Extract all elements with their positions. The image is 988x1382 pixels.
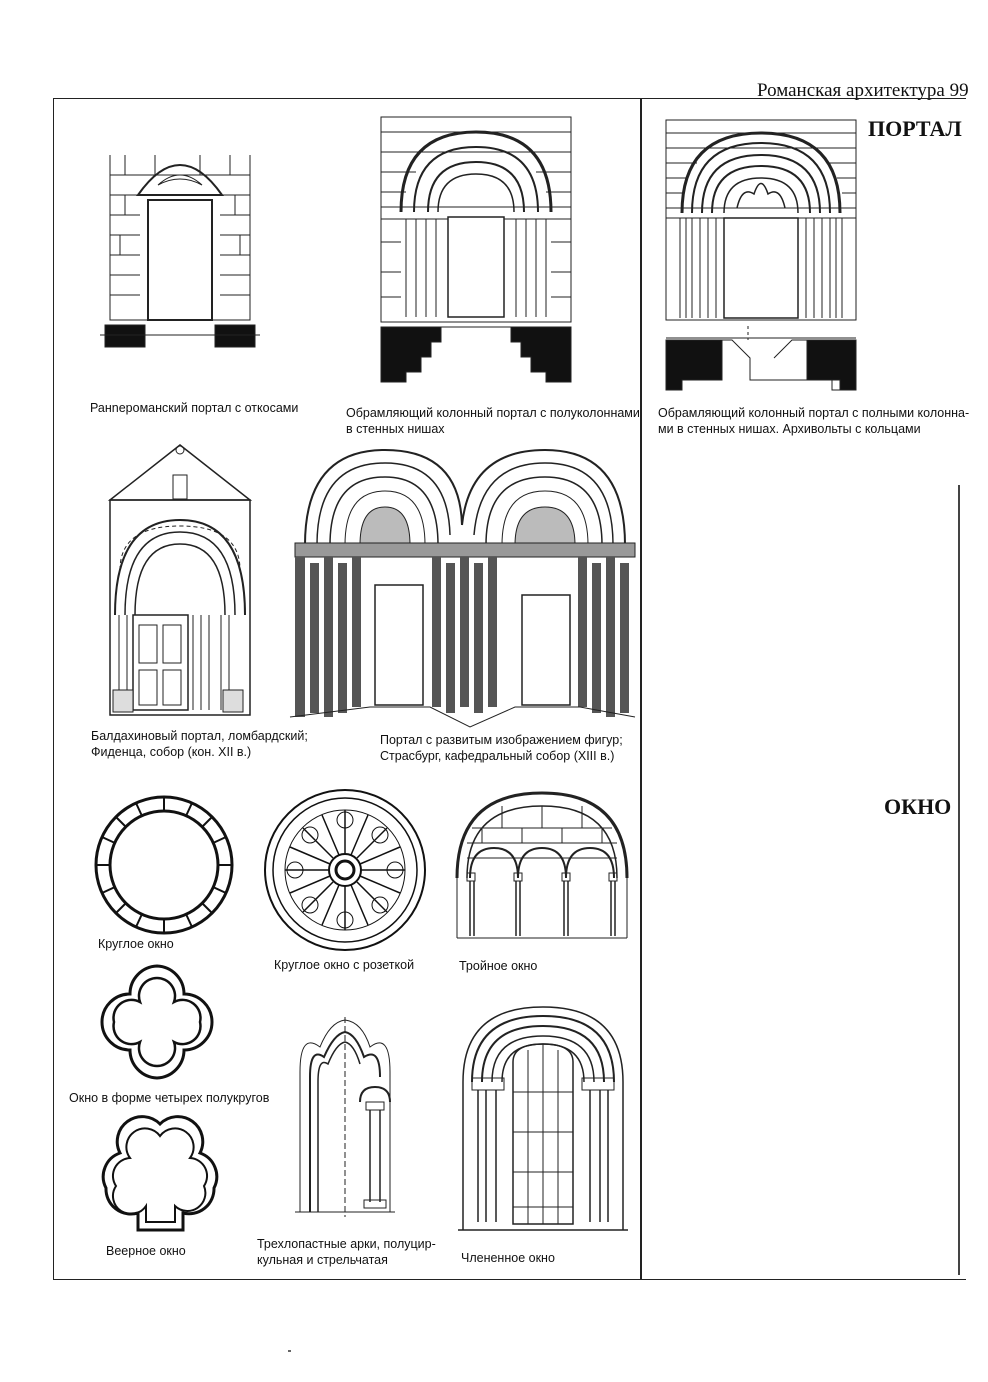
caption-line: Фиденца, собор (кон. XII в.) bbox=[91, 745, 252, 759]
page-number: 99 bbox=[949, 80, 969, 101]
caption-strasbourg-portal: Портал с развитым изображением фигур; Ст… bbox=[380, 732, 623, 764]
trefoil-arches-drawing bbox=[290, 1012, 395, 1217]
caption-quatrefoil-window: Окно в форме четырех полукругов bbox=[69, 1091, 270, 1105]
caption-triple-window: Тройное окно bbox=[459, 959, 538, 973]
caption-line: Трехлопастные арки, полуцир- bbox=[257, 1237, 436, 1251]
column-divider bbox=[640, 98, 642, 1280]
right-margin-rule bbox=[958, 485, 960, 1275]
caption-line: Обрамляющий колонный портал с полными ко… bbox=[658, 406, 970, 420]
fan-window-drawing bbox=[98, 1118, 223, 1236]
caption-divided-window: Члененное окно bbox=[461, 1251, 555, 1265]
caption-trefoil-arches: Трехлопастные арки, полуцир- кульная и с… bbox=[257, 1236, 436, 1268]
caption-fan-window: Веерное окно bbox=[106, 1244, 186, 1258]
caption-line: Обрамляющий колонный портал с полуколонн… bbox=[346, 406, 640, 420]
baldachin-portal-drawing bbox=[105, 440, 255, 720]
caption-baldachin-portal: Балдахиновый портал, ломбардский; Фиденц… bbox=[91, 728, 308, 760]
caption-framing-portal-full-columns: Обрамляющий колонный портал с полными ко… bbox=[658, 405, 969, 437]
caption-line: кульная и стрельчатая bbox=[257, 1253, 388, 1267]
framing-column-portal-drawing bbox=[376, 112, 576, 387]
running-title: Романская архитектура bbox=[757, 80, 945, 101]
caption-early-romanesque-portal: Ранneроманский портал с откосами bbox=[90, 401, 299, 415]
caption-line: Страсбург, кафедральный собор (XIII в.) bbox=[380, 749, 615, 763]
scan-speck bbox=[288, 1350, 291, 1352]
caption-framing-portal-half-columns: Обрамляющий колонный портал с полуколонн… bbox=[346, 405, 640, 437]
caption-rose-window: Круглое окно с розеткой bbox=[274, 958, 415, 972]
caption-line: Балдахиновый портал, ломбардский; bbox=[91, 729, 308, 743]
caption-line: ми в стенных нишах. Архивольты с кольцам… bbox=[658, 422, 921, 436]
triple-window-drawing bbox=[452, 788, 632, 943]
caption-round-window: Круглое окно bbox=[98, 937, 174, 951]
section-title-window: ОКНО bbox=[884, 794, 952, 819]
round-window-drawing bbox=[92, 793, 237, 938]
page-frame bbox=[53, 98, 966, 1280]
quatrefoil-window-drawing bbox=[92, 960, 222, 1085]
section-title-portal: ПОРТАЛ bbox=[868, 116, 962, 141]
caption-line: в стенных нишах bbox=[346, 422, 445, 436]
running-header: Романская архитектура 99 bbox=[757, 80, 969, 102]
divided-window-drawing bbox=[458, 1002, 628, 1234]
caption-line: Портал с развитым изображением фигур; bbox=[380, 733, 623, 747]
strasbourg-figures-portal-drawing bbox=[290, 445, 638, 735]
early-romanesque-portal-drawing bbox=[100, 135, 260, 355]
framing-portal-ring-archivolts-drawing bbox=[662, 118, 862, 398]
rose-window-drawing bbox=[263, 788, 428, 953]
